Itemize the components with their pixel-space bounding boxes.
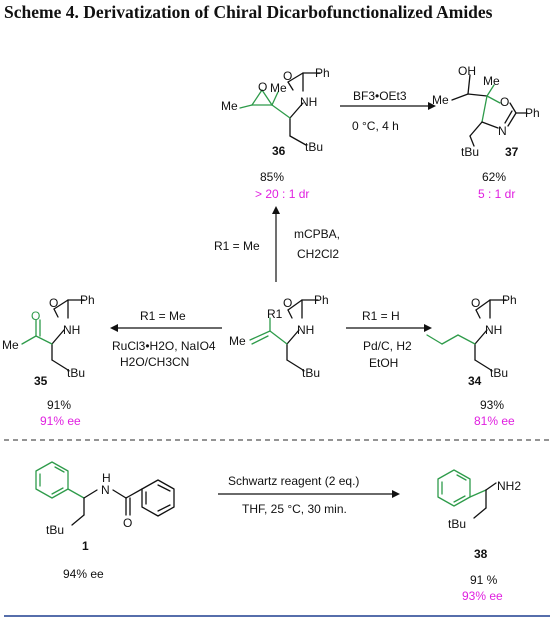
cond-to36-left: R1 = Me <box>214 239 260 253</box>
c37-tbu-label: tBu <box>461 145 479 159</box>
scheme-title: Scheme 4. Derivatization of Chiral Dicar… <box>4 2 493 22</box>
c36-number: 36 <box>272 144 286 158</box>
center-tbu-label: tBu <box>302 366 320 380</box>
c36-me-top-label: Me <box>270 81 287 95</box>
c37-n-label: N <box>498 124 507 138</box>
c38-yield: 91 % <box>470 573 498 587</box>
c36-dr: > 20 : 1 dr <box>255 187 309 201</box>
c37-oh-label: OH <box>458 64 476 78</box>
c37-yield: 62% <box>482 170 506 184</box>
cond-to38-top: Schwartz reagent (2 eq.) <box>228 474 359 488</box>
c37-me-label: Me <box>483 74 500 88</box>
cond-to38-bottom: THF, 25 °C, 30 min. <box>242 502 347 516</box>
c34-tbu-label: tBu <box>490 366 508 380</box>
c1-o-label: O <box>123 516 132 530</box>
cond-to34-line2: EtOH <box>369 356 398 370</box>
c35-tbu-label: tBu <box>67 366 85 380</box>
cond-to37-top: BF3•OEt3 <box>353 89 407 103</box>
compound-37-structure <box>451 74 528 147</box>
arrow-to-36-head <box>272 206 280 214</box>
c37-me-left-label: Me <box>432 93 449 107</box>
c38-ee: 93% ee <box>462 589 503 603</box>
cond-to36-line1: mCPBA, <box>294 227 340 241</box>
cond-to35-top: R1 = Me <box>140 309 186 323</box>
arrow-to-34-head <box>424 324 432 332</box>
c37-o-label: O <box>500 95 509 109</box>
center-ph-label: Ph <box>314 293 329 307</box>
c1-ee: 94% ee <box>63 567 104 581</box>
c38-number: 38 <box>474 547 488 561</box>
c34-nh-label: NH <box>485 323 502 337</box>
c36-yield: 85% <box>260 170 284 184</box>
arrow-36-to-37-head <box>428 102 436 110</box>
arrow-1-to-38-head <box>392 490 400 498</box>
c35-o-label: O <box>49 296 58 310</box>
cond-to35-line2: H2O/CH3CN <box>120 355 189 369</box>
c36-nh-label: NH <box>300 95 317 109</box>
cond-to34-line1: Pd/C, H2 <box>363 339 412 353</box>
c35-nh-label: NH <box>63 323 80 337</box>
c37-ph-label: Ph <box>525 106 540 120</box>
c36-ph-label: Ph <box>315 66 330 80</box>
c35-ph-label: Ph <box>80 293 95 307</box>
c38-tbu-label: tBu <box>448 517 466 531</box>
cond-to34-top: R1 = H <box>362 309 400 323</box>
c36-tbu-label: tBu <box>305 140 323 154</box>
center-nh-label: NH <box>297 323 314 337</box>
center-o-label: O <box>283 296 292 310</box>
cond-to35-line1: RuCl3•H2O, NaIO4 <box>112 339 216 353</box>
center-me-label: Me <box>229 334 246 348</box>
compound-38-structure <box>437 469 497 519</box>
cond-to36-line2: CH2Cl2 <box>297 247 339 261</box>
c34-ee: 81% ee <box>474 414 515 428</box>
c34-yield: 93% <box>480 398 504 412</box>
arrow-to-35-head <box>110 324 118 332</box>
c34-number: 34 <box>468 374 482 388</box>
c37-dr: 5 : 1 dr <box>478 187 515 201</box>
cond-to37-bottom: 0 °C, 4 h <box>352 119 399 133</box>
c35-me-label: Me <box>2 338 19 352</box>
central-substrate-structure <box>249 299 319 371</box>
compound-35-structure <box>21 299 85 371</box>
c38-nh2-label: NH2 <box>497 479 521 493</box>
c34-o-label: O <box>471 296 480 310</box>
compound-36-structure <box>239 72 321 146</box>
c36-epoxide-o-label: O <box>258 80 267 94</box>
center-r1-label: R1 <box>267 307 283 321</box>
c35-ketone-o-label: O <box>31 309 40 323</box>
compound-34-structure <box>426 299 507 371</box>
c35-ee: 91% ee <box>40 414 81 428</box>
c36-o-label: O <box>283 69 292 83</box>
c1-tbu-label: tBu <box>46 523 64 537</box>
c34-ph-label: Ph <box>502 293 517 307</box>
c37-number: 37 <box>505 145 519 159</box>
c35-yield: 91% <box>47 398 71 412</box>
c36-me-left-label: Me <box>221 99 238 113</box>
compound-1-structure <box>35 461 175 526</box>
c1-n-label: N <box>101 483 110 497</box>
c1-number: 1 <box>82 539 89 553</box>
c35-number: 35 <box>34 374 48 388</box>
c1-h-label: H <box>102 471 111 485</box>
